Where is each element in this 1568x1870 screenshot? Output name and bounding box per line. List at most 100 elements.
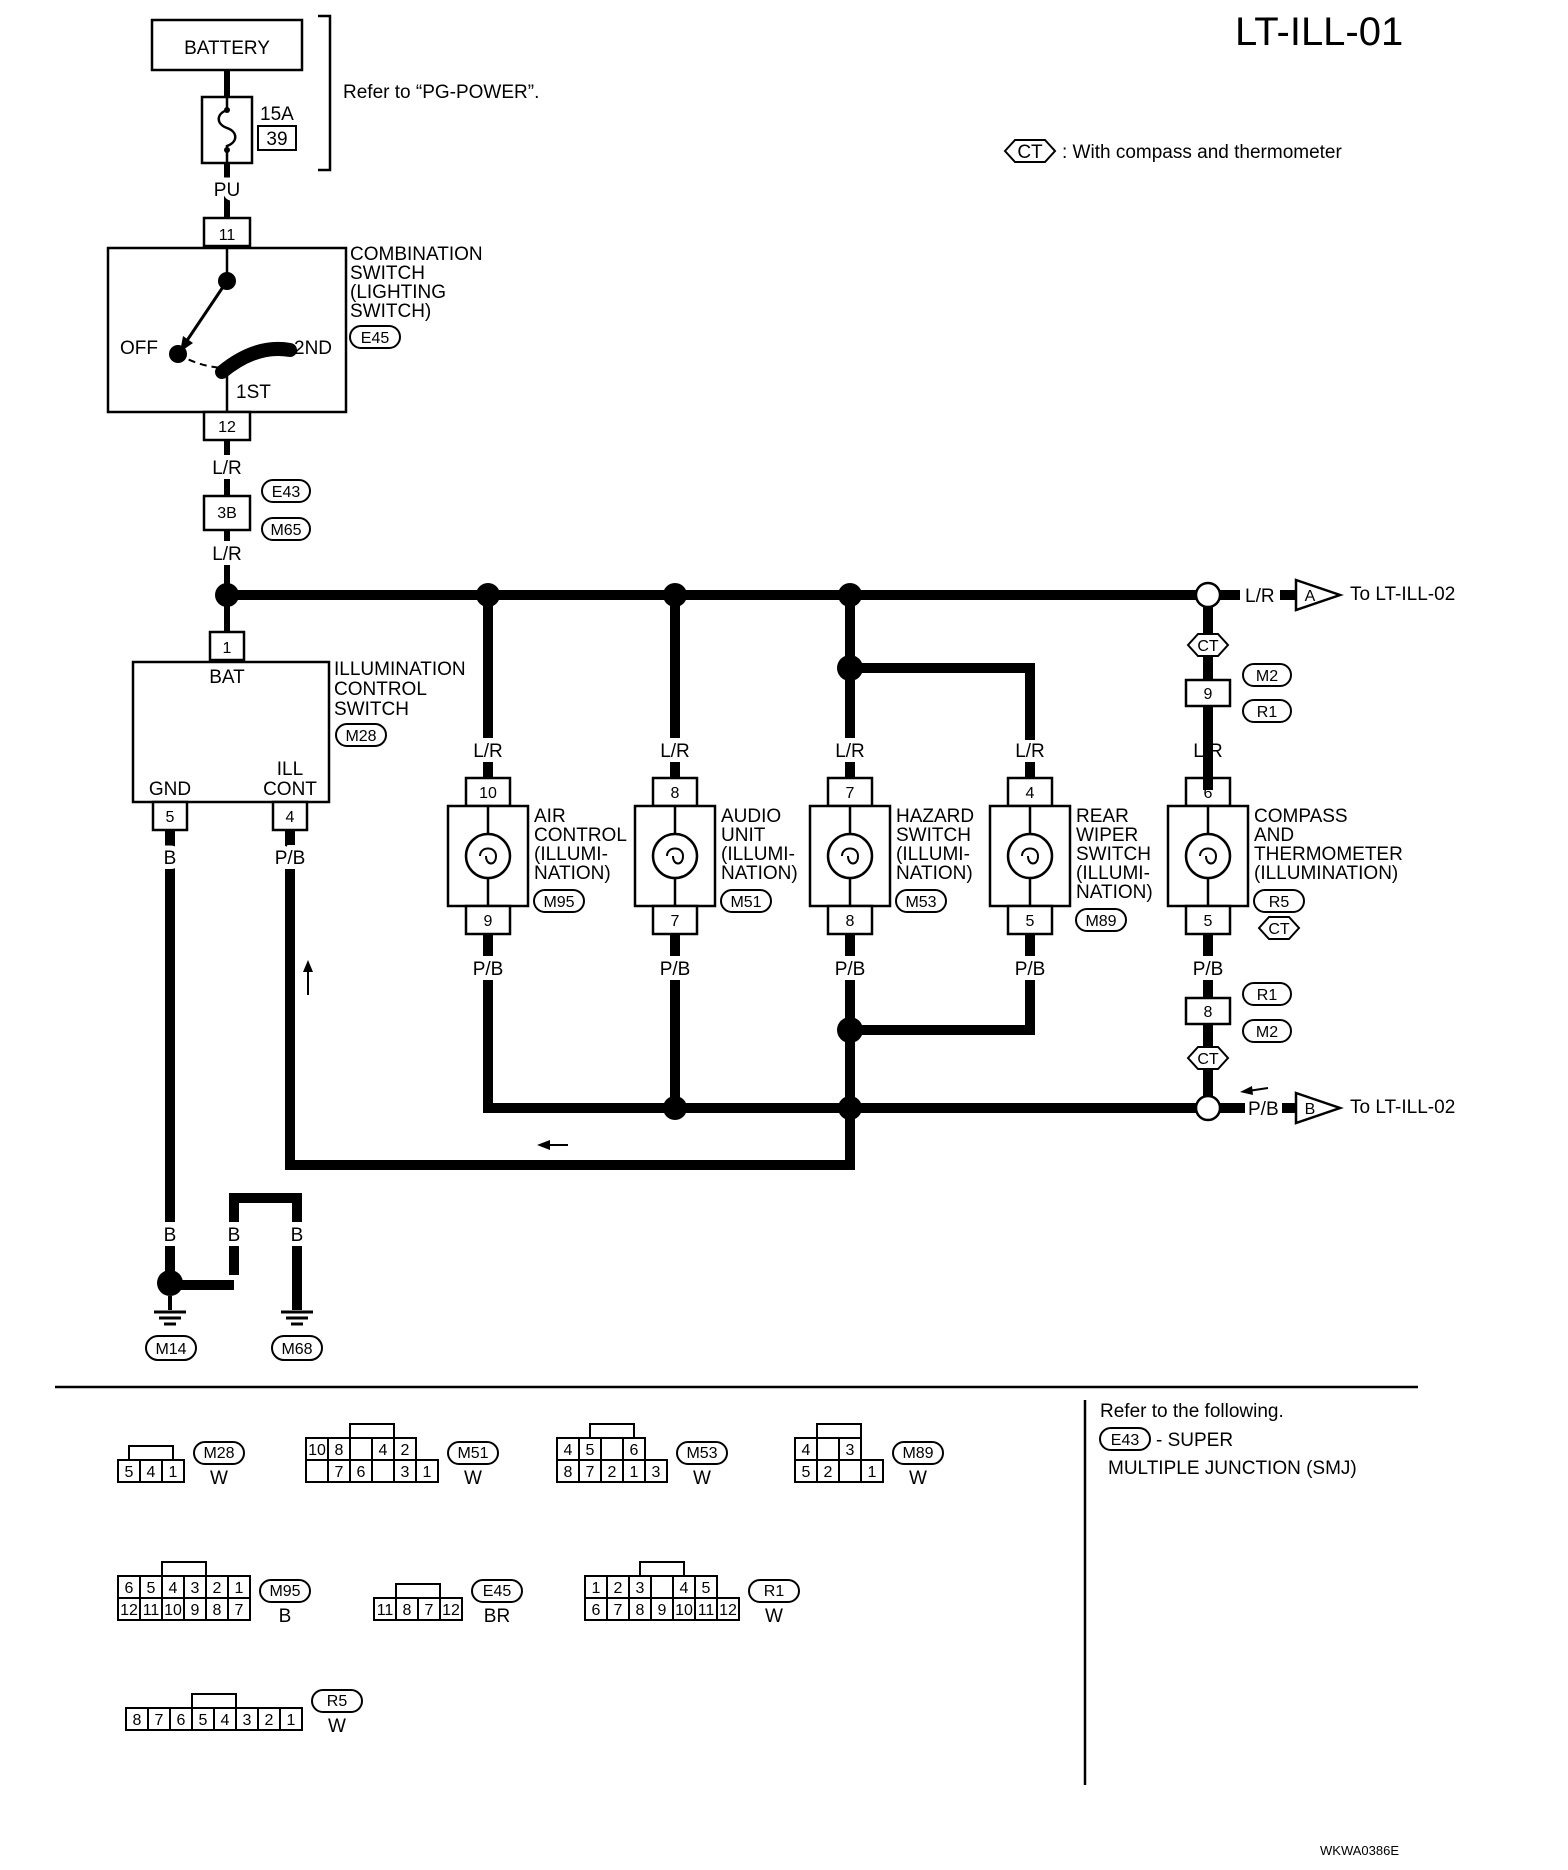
comb-pin-top: 11 — [219, 227, 236, 244]
branch-conn-r1-bottom: R1 — [1257, 987, 1278, 1004]
lamp-name-line: AIR — [534, 806, 566, 827]
ill-name-3: SWITCH — [334, 699, 409, 720]
comb-pin-bottom: 12 — [218, 419, 236, 436]
connector-pin: 8 — [403, 1602, 412, 1619]
connector-pin: 6 — [177, 1712, 186, 1729]
connector-pin: 10 — [308, 1442, 326, 1459]
lamp-name-line: SWITCH — [1076, 844, 1151, 865]
lamp-pin-bottom: 5 — [1204, 913, 1213, 930]
connector-pin: 4 — [564, 1442, 573, 1459]
ref-line3: MULTIPLE JUNCTION (SMJ) — [1108, 1458, 1357, 1479]
connector-color: W — [909, 1468, 927, 1489]
bulb-icon — [1184, 832, 1232, 880]
ref-line1: Refer to the following. — [1100, 1401, 1284, 1422]
connector-pin: 8 — [335, 1442, 344, 1459]
continuation-a-arrow: A — [1294, 578, 1344, 612]
battery: BATTERY — [150, 18, 304, 72]
lamp-pin-top: 6 — [1204, 785, 1213, 802]
connector-pin: 5 — [586, 1442, 595, 1459]
wire-pu: PU — [214, 180, 240, 201]
combination-switch: 11 OFF 2ND 1ST 12 COMBINATION SWITCH (LI… — [106, 216, 483, 442]
lamps-layer: L/RP/B109AIRCONTROL(ILLUMI-NATION)M95L/R… — [446, 595, 1403, 980]
connector-pin: 8 — [133, 1712, 142, 1729]
connector-pin: 10 — [164, 1602, 182, 1619]
ill-wire-b: B — [164, 848, 177, 869]
lamp-name-line: NATION) — [534, 863, 611, 884]
ill-pin-bat: 1 — [223, 640, 232, 657]
connector-pin: 12 — [120, 1602, 138, 1619]
connector-pin: 8 — [213, 1602, 222, 1619]
figure-code: WKWA0386E — [1320, 1843, 1399, 1858]
ill-connector: M28 — [345, 728, 376, 745]
connector-pin: 2 — [401, 1442, 410, 1459]
ground-symbol-2 — [281, 1310, 313, 1326]
connector-color: BR — [484, 1606, 510, 1627]
lamp-connector: M95 — [543, 894, 574, 911]
ground-wire-3: B — [291, 1225, 304, 1246]
ground-wire-1: B — [164, 1225, 177, 1246]
connector-pin: 4 — [802, 1442, 811, 1459]
branch-conn-r1-top: R1 — [1257, 704, 1278, 721]
connector-pin: 12 — [442, 1602, 460, 1619]
connector-pin: 5 — [802, 1464, 811, 1481]
ground-symbol-1 — [154, 1310, 186, 1326]
pb-flow-arrow — [1240, 1086, 1269, 1095]
branch-pin-bottom: 8 — [1204, 1004, 1213, 1021]
ill-pin-ill: 4 — [286, 809, 295, 826]
connector-pin: 2 — [213, 1580, 222, 1597]
connector-pin: 5 — [702, 1580, 711, 1597]
ct-legend-tag: CT — [1017, 142, 1043, 163]
wire-lr-upper: L/R — [212, 458, 242, 479]
comb-name-1: COMBINATION — [350, 244, 483, 265]
lamp-name-line: (ILLUMINATION) — [1254, 863, 1398, 884]
bulb-icon — [651, 832, 699, 880]
ct-legend: CT : With compass and thermometer — [1003, 139, 1342, 163]
cont-b-text: To LT-ILL-02 — [1350, 1097, 1455, 1118]
lamp-name-line: (ILLUMI- — [1076, 863, 1150, 884]
svg-text:P/B: P/B — [275, 848, 306, 869]
connector-pin: 12 — [719, 1602, 737, 1619]
connector-pin: 11 — [143, 1602, 160, 1619]
fuse-rating: 15A — [260, 104, 294, 125]
ill-name-2: CONTROL — [334, 679, 427, 700]
connector-pin: 1 — [287, 1712, 296, 1729]
connector-pin: 1 — [630, 1464, 639, 1481]
bulb-icon — [826, 832, 874, 880]
fuse-number: 39 — [266, 129, 287, 150]
connector-pin: 3 — [652, 1464, 661, 1481]
connector-pin: 5 — [199, 1712, 208, 1729]
connector-pin: 7 — [155, 1712, 164, 1729]
fuse: 15A 39 — [200, 95, 297, 165]
connector-pin: 2 — [608, 1464, 617, 1481]
hazard-splice-top — [837, 655, 863, 681]
lr-continuation-point — [1194, 581, 1222, 609]
connector-pin: 6 — [125, 1580, 134, 1597]
comb-connector: E45 — [361, 330, 390, 347]
lamp-pin-bottom: 7 — [671, 913, 680, 930]
compass-branch: CT 9 M2 R1 8 R1 M2 CT — [1184, 607, 1292, 1096]
connector-pin: 3 — [191, 1580, 200, 1597]
lamp-wire-bottom: P/B — [473, 959, 504, 980]
pb-splice-2 — [838, 1096, 862, 1120]
cont-a-text: To LT-ILL-02 — [1350, 584, 1455, 605]
connector-color: W — [765, 1606, 783, 1627]
connector-pin: 1 — [423, 1464, 432, 1481]
lamp-pin-top: 7 — [846, 785, 855, 802]
connector-pin: 10 — [675, 1602, 693, 1619]
connector-id: M53 — [686, 1445, 717, 1462]
ill-ill-label: ILL — [277, 759, 303, 780]
signal-flow-arrow-up — [303, 960, 313, 995]
pos-1st-label: 1ST — [236, 382, 271, 403]
connector-pin: 4 — [147, 1464, 156, 1481]
junction-pin: 3B — [217, 505, 237, 522]
ground-m68: M68 — [281, 1341, 312, 1358]
lamp-name-line: NATION) — [1076, 882, 1153, 903]
junction-conn-m65: M65 — [270, 522, 301, 539]
hazard-rear-link-bottom — [850, 980, 1035, 1035]
lamp-wire-top: L/R — [473, 741, 503, 762]
